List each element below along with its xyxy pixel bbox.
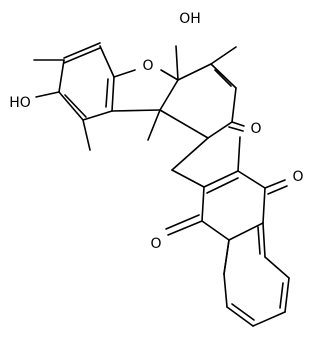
bond xyxy=(58,59,65,93)
bond xyxy=(226,306,254,327)
bond xyxy=(252,311,286,327)
bond xyxy=(171,169,205,188)
bond xyxy=(210,63,237,89)
bond xyxy=(264,179,286,189)
bond xyxy=(147,109,161,141)
quinone-oxygen-bottom-label: O xyxy=(150,236,161,252)
bond xyxy=(159,79,179,111)
bond xyxy=(82,119,91,151)
bond xyxy=(207,121,233,139)
bond xyxy=(223,239,230,275)
bond xyxy=(99,45,115,78)
bond xyxy=(201,186,205,222)
bond xyxy=(223,273,228,308)
bond xyxy=(206,177,239,194)
bond xyxy=(113,69,136,78)
ring-oxygen-label: O xyxy=(142,58,153,74)
bond xyxy=(167,220,203,236)
bond xyxy=(160,69,179,81)
bond xyxy=(284,277,290,313)
bond xyxy=(237,170,266,189)
bond xyxy=(111,76,115,112)
hydroxyl-left-label: HO xyxy=(9,95,31,111)
ketone-oxygen-label: O xyxy=(250,121,261,137)
bond xyxy=(63,42,101,59)
bond xyxy=(201,220,230,241)
bond xyxy=(177,63,212,81)
bond-lines xyxy=(33,42,290,327)
bond xyxy=(267,185,288,195)
bond xyxy=(228,222,264,241)
bond xyxy=(82,110,113,121)
bond xyxy=(35,91,60,98)
quinone-oxygen-top-label: O xyxy=(292,169,303,185)
bond xyxy=(175,45,179,81)
bond xyxy=(279,282,284,309)
atom-labels: O OH HO O O O xyxy=(9,11,303,252)
bond xyxy=(171,137,209,171)
bond xyxy=(159,109,209,139)
bond xyxy=(237,136,241,172)
bond xyxy=(231,303,255,321)
bond xyxy=(210,46,237,65)
bond xyxy=(262,222,266,258)
bond xyxy=(231,87,237,123)
bond xyxy=(228,126,244,132)
bond xyxy=(257,226,261,255)
hydroxyl-top-label: OH xyxy=(179,11,201,27)
bond xyxy=(58,91,84,121)
bond xyxy=(214,69,232,87)
bond xyxy=(165,214,200,230)
bond xyxy=(264,256,290,279)
bond xyxy=(111,109,161,112)
bond xyxy=(262,187,266,224)
bond xyxy=(105,78,109,108)
bond xyxy=(231,121,245,127)
bond xyxy=(63,47,101,64)
bond xyxy=(203,170,239,188)
bond xyxy=(64,94,87,118)
